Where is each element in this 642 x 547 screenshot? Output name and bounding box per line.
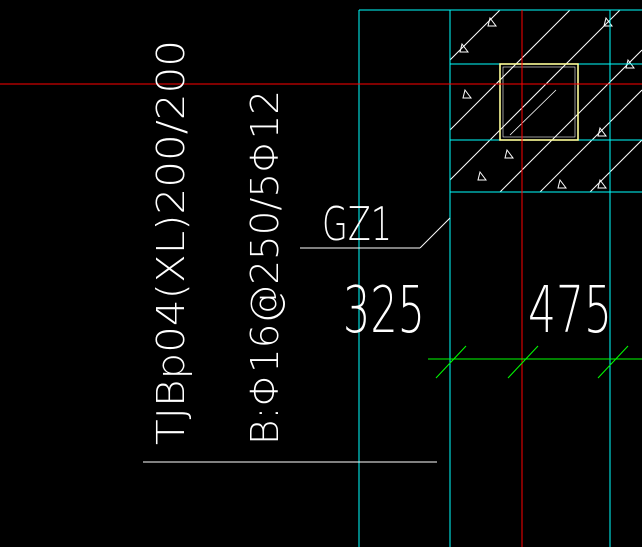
foundation-label[interactable]: TJBp04(XL)200/200 — [149, 40, 193, 445]
dimension-text-right[interactable]: 475 — [528, 274, 612, 348]
column-tag[interactable]: GZ1 — [322, 197, 392, 251]
grid-lines — [358, 9, 642, 547]
column-section[interactable] — [499, 63, 579, 141]
column-tag-leader — [300, 217, 451, 249]
dimension-line — [428, 345, 642, 379]
reinforcement-label[interactable]: B:Φ16@250/5Φ12 — [243, 90, 287, 445]
concrete-hatch — [450, 10, 642, 192]
dimension-text-left[interactable]: 325 — [343, 274, 425, 348]
crosshair-cursor[interactable] — [0, 10, 642, 547]
